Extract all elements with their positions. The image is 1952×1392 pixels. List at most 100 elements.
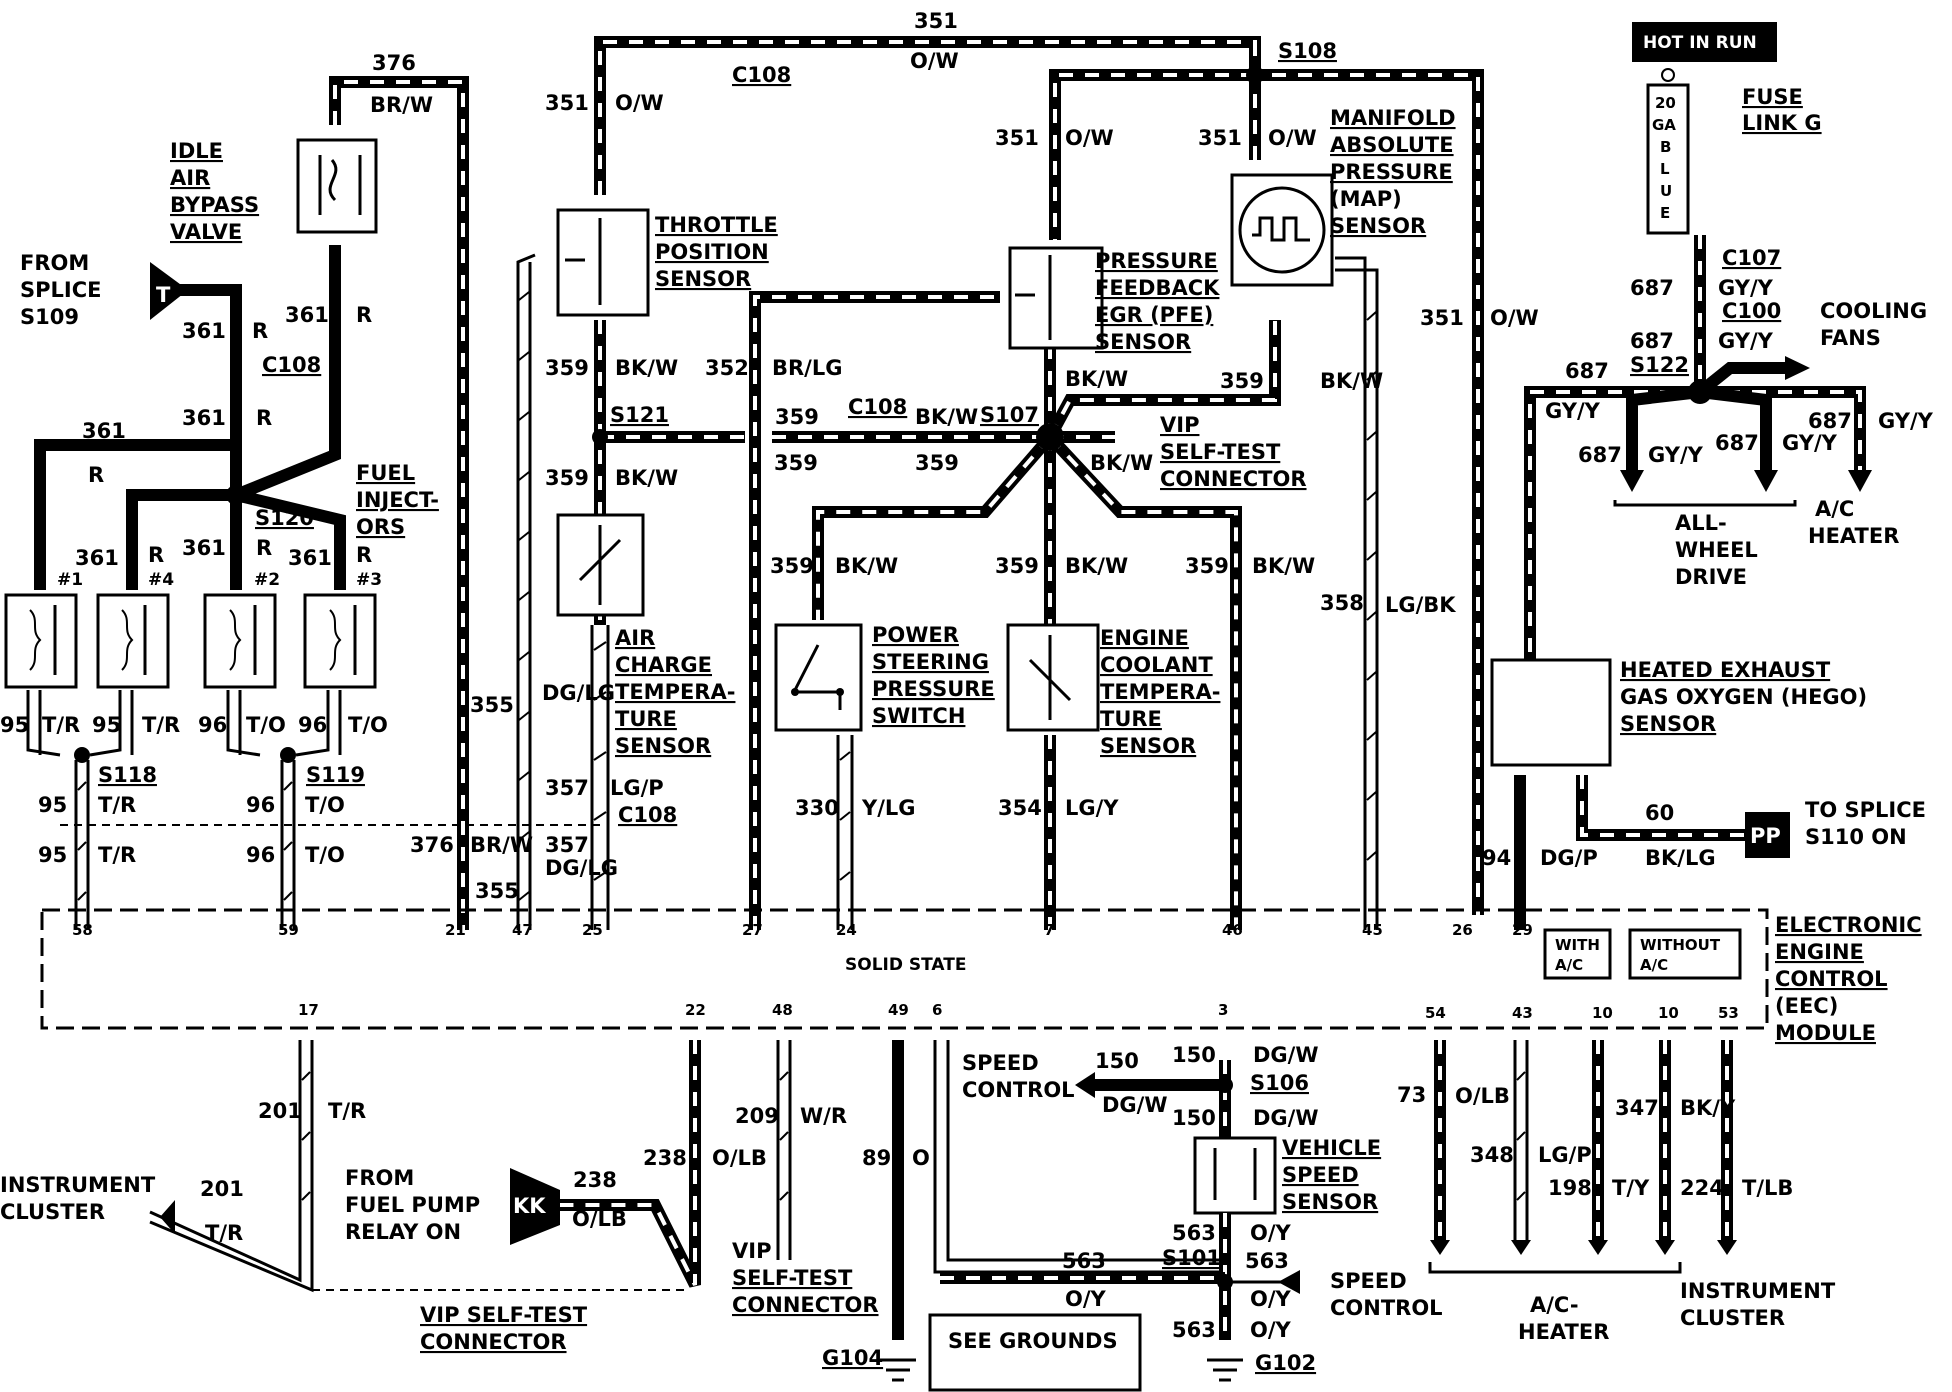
svg-text:LINK G: LINK G (1742, 111, 1822, 135)
svg-text:359: 359 (995, 554, 1039, 578)
svg-text:376: 376 (410, 833, 454, 857)
svg-text:17: 17 (298, 1001, 319, 1019)
ground-g102: G102 (1255, 1351, 1316, 1375)
connector-c108-mid: C108 (848, 395, 907, 419)
svg-text:355: 355 (470, 693, 514, 717)
svg-text:O/W: O/W (1065, 126, 1114, 150)
svg-text:CONTROL: CONTROL (1330, 1296, 1443, 1320)
svg-text:95: 95 (38, 793, 67, 817)
svg-text:T/R: T/R (42, 713, 80, 737)
svg-text:TEMPERA-: TEMPERA- (615, 680, 735, 704)
svg-text:CHARGE: CHARGE (615, 653, 712, 677)
from-splice-label: FROM (20, 251, 89, 275)
svg-text:T/O: T/O (246, 713, 286, 737)
svg-text:26: 26 (1452, 921, 1473, 939)
splice-s120: S120 (255, 506, 314, 530)
arrow-cooling-fans (1785, 356, 1810, 380)
svg-text:SENSOR: SENSOR (1282, 1190, 1378, 1214)
splice-s118-dot (74, 747, 90, 763)
svg-text:SWITCH: SWITCH (872, 704, 965, 728)
svg-text:361: 361 (182, 406, 226, 430)
svg-text:89: 89 (862, 1146, 891, 1170)
vip-connector-label: VIP (1160, 413, 1199, 437)
svg-text:LG/P: LG/P (1538, 1143, 1592, 1167)
svg-text:27: 27 (742, 921, 763, 939)
svg-text:SENSOR: SENSOR (615, 734, 711, 758)
splice-pp (1745, 812, 1790, 858)
hot-in-run-tag (1632, 22, 1777, 62)
svg-text:O/Y: O/Y (1250, 1318, 1292, 1342)
svg-text:WITHOUT: WITHOUT (1640, 936, 1721, 954)
connector-c108-left: C108 (262, 353, 321, 377)
svg-text:ENGINE: ENGINE (1775, 940, 1864, 964)
splice-s108: S108 (1278, 39, 1337, 63)
hego-sensor (1490, 658, 1612, 767)
svg-text:60: 60 (1645, 801, 1674, 825)
ground-g102-icon (1207, 1358, 1243, 1382)
svg-text:GAS OXYGEN (HEGO): GAS OXYGEN (HEGO) (1620, 685, 1867, 709)
instrument-cluster-right-label: INSTRUMENT (1680, 1279, 1836, 1303)
svg-text:BK/W: BK/W (1252, 554, 1315, 578)
ground-g104-icon (880, 1358, 916, 1382)
svg-text:GY/Y: GY/Y (1718, 276, 1774, 300)
svg-text:PRESSURE: PRESSURE (1330, 160, 1453, 184)
svg-text:R: R (256, 406, 272, 430)
wire-361-inj4 (126, 489, 236, 590)
svg-text:EGR (PFE): EGR (PFE) (1095, 303, 1213, 327)
svg-text:SENSOR: SENSOR (1095, 330, 1191, 354)
svg-text:687: 687 (1715, 431, 1759, 455)
svg-text:T/O: T/O (305, 793, 345, 817)
svg-text:U: U (1660, 182, 1672, 200)
svg-text:21: 21 (445, 921, 466, 939)
svg-text:CONNECTOR: CONNECTOR (732, 1293, 879, 1317)
svg-text:#2: #2 (254, 570, 280, 590)
svg-text:DRIVE: DRIVE (1675, 565, 1747, 589)
connector-c107: C107 (1722, 246, 1781, 270)
svg-text:GY/Y: GY/Y (1718, 329, 1774, 353)
svg-text:B: B (1660, 138, 1671, 156)
arrow-instrument-cluster (160, 1200, 175, 1234)
from-fuel-pump-label: FROM (345, 1166, 414, 1190)
svg-text:53: 53 (1718, 1004, 1739, 1022)
svg-text:6: 6 (932, 1001, 942, 1019)
svg-text:361: 361 (82, 419, 126, 443)
svg-text:SPEED: SPEED (1282, 1163, 1359, 1187)
wire-361-inj3 (234, 489, 346, 590)
vehicle-speed-sensor (1193, 1136, 1277, 1215)
svg-text:352: 352 (705, 356, 749, 380)
svg-text:361: 361 (182, 536, 226, 560)
svg-text:BK/W: BK/W (915, 405, 978, 429)
pfe-sensor (1008, 246, 1104, 350)
svg-text:T/R: T/R (328, 1099, 366, 1123)
svg-text:STEERING: STEERING (872, 650, 989, 674)
wire-361-iac (233, 245, 341, 501)
hot-in-run-label: HOT IN RUN (1643, 33, 1757, 53)
svg-text:361: 361 (182, 319, 226, 343)
svg-text:359: 359 (545, 356, 589, 380)
splice-t (150, 262, 188, 320)
svg-text:O/LB: O/LB (1455, 1084, 1510, 1108)
svg-text:54: 54 (1425, 1004, 1446, 1022)
svg-text:361: 361 (285, 303, 329, 327)
see-grounds-box (928, 1313, 1142, 1392)
svg-text:TURE: TURE (615, 707, 677, 731)
svg-text:3: 3 (1218, 1001, 1228, 1019)
splice-s118: S118 (98, 763, 157, 787)
svg-text:T/R: T/R (142, 713, 180, 737)
svg-text:SELF-TEST: SELF-TEST (1160, 440, 1281, 464)
svg-text:BK/W: BK/W (1320, 369, 1383, 393)
svg-text:S110 ON: S110 ON (1805, 825, 1907, 849)
svg-text:94: 94 (1482, 846, 1511, 870)
svg-text:DG/P: DG/P (1540, 846, 1598, 870)
wire-361-inj1 (34, 439, 242, 590)
svg-text:563: 563 (1245, 1249, 1289, 1273)
splice-s122: S122 (1630, 353, 1689, 377)
svg-text:359: 359 (915, 451, 959, 475)
wire-351-pfe (1049, 69, 1255, 240)
connector-c100: C100 (1722, 299, 1781, 323)
svg-text:351: 351 (1198, 126, 1242, 150)
svg-text:347: 347 (1615, 1096, 1659, 1120)
svg-text:DG/W: DG/W (1253, 1043, 1319, 1067)
eec-label: ELECTRONIC (1775, 913, 1922, 937)
